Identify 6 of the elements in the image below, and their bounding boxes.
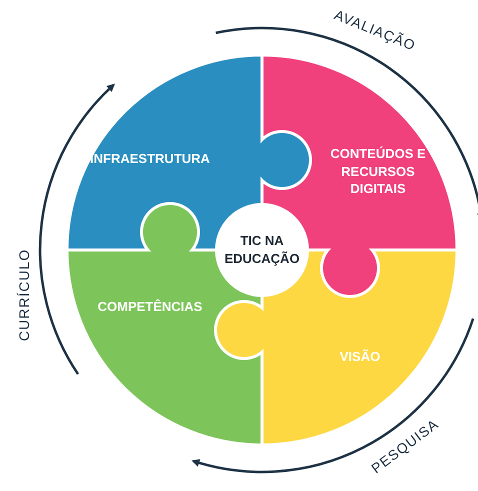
piece-label: VISÃO [338,348,382,366]
piece-label: CONTEÚDOS E RECURSOS DIGITAIS [329,145,427,198]
center-label: TIC NA EDUCAÇÃO [223,232,301,268]
piece-label: INFRAESTRUTURA [89,150,211,168]
piece-label: COMPETÊNCIAS [96,298,204,316]
cycle-label: CURRÍCULO [16,248,32,342]
